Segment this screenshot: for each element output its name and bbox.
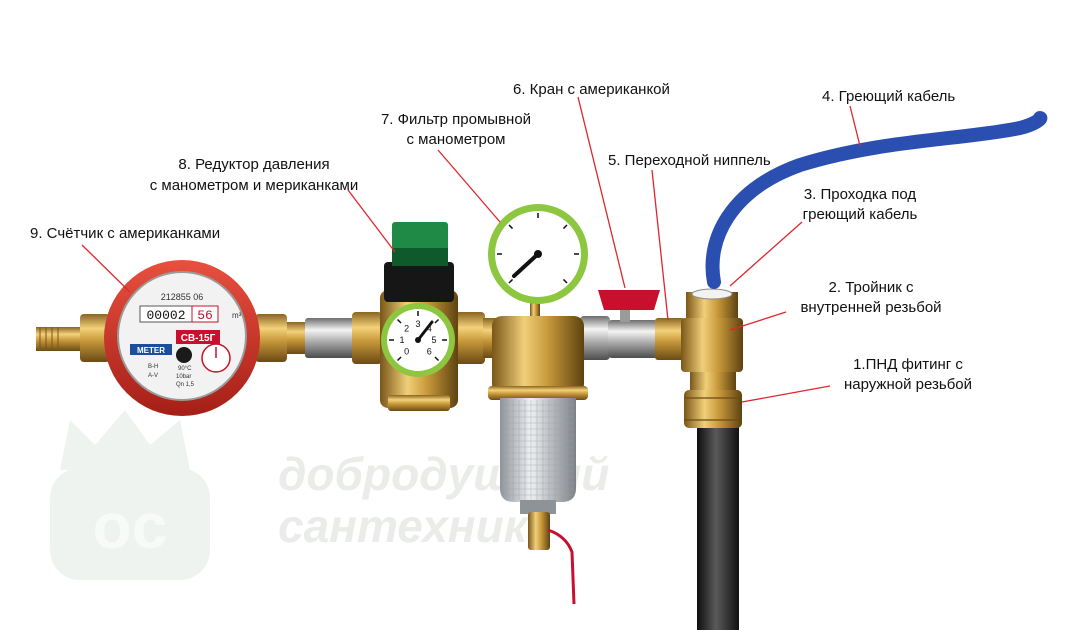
label-4: 4. Греющий кабель [822, 88, 955, 105]
filter-gauge-tick [508, 224, 514, 230]
ball-valve-body [608, 320, 658, 358]
watermark-logo: oc [50, 410, 210, 580]
label-7-line-2: с манометром [407, 131, 506, 148]
reducer-gauge-tick-label: 1 [399, 335, 404, 345]
drain-valve-handle [547, 528, 576, 605]
meter-b-h: B-H [148, 364, 158, 370]
label-3: 3. Проходка под греющий кабель [803, 186, 918, 223]
meter-pointer-hub [176, 347, 192, 363]
leader-7 [437, 149, 501, 223]
leader-3 [729, 221, 803, 287]
leader-2 [729, 311, 787, 331]
reducer-gauge-tick [396, 318, 402, 324]
leader-6 [577, 96, 626, 289]
label-3-line-1: 3. Проходка под [804, 186, 917, 203]
reducer-gauge-tick-label: 5 [431, 335, 436, 345]
label-2: 2. Тройник с внутренней резьбой [800, 279, 941, 316]
watermark-logo-text: oc [93, 490, 168, 562]
ball-valve-handle [598, 290, 660, 310]
transition-nipple [655, 318, 685, 360]
meter-temp: 90°C [178, 366, 192, 372]
label-9-line-1: 9. Счётчик с американками [30, 225, 220, 242]
filter-gauge-tick [508, 278, 514, 284]
reducer-gauge-tick [396, 356, 402, 362]
filter-head [492, 316, 584, 394]
filter-mesh [502, 400, 574, 500]
heating-cable [705, 111, 1048, 289]
main-pipe-line [36, 312, 685, 364]
filter-gauge-needle [512, 252, 540, 278]
drain-valve [528, 512, 550, 550]
leader-1 [741, 385, 831, 403]
label-2-line-2: внутренней резьбой [800, 299, 941, 316]
reducer-gauge-tick-label: 0 [404, 346, 409, 356]
meter-counter: 00002 [146, 308, 185, 323]
label-6: 6. Кран с американкой [513, 81, 670, 98]
tee-fitting [681, 288, 743, 428]
label-8: 8. Редуктор давления с манометром и мерик… [150, 156, 359, 194]
reducer-union-left [305, 318, 355, 358]
hdpe-pipe [697, 410, 739, 630]
label-4-line-1: 4. Греющий кабель [822, 88, 955, 105]
reducer-gauge-tick-label: 6 [427, 346, 432, 356]
hdpe-fitting-nut [684, 390, 742, 428]
reducer-gauge-needle [416, 320, 434, 342]
label-2-line-1: 2. Тройник с [829, 279, 914, 296]
leader-5 [651, 169, 669, 321]
label-7-line-1: 7. Фильтр промывной [381, 111, 531, 128]
water-meter: 212855 06 00002 56 m³ METER СВ-15Г B-H A… [104, 260, 260, 416]
tee-body [681, 318, 743, 372]
label-9: 9. Счётчик с американками [30, 225, 220, 242]
leader-lines [81, 96, 861, 403]
reducer-gauge-tick [434, 318, 440, 324]
label-8-line-1: 8. Редуктор давления [178, 156, 329, 173]
rinse-filter [488, 204, 588, 605]
meter-union-left [80, 314, 110, 362]
leader-8 [347, 189, 396, 253]
filter-gauge-tick [562, 278, 568, 284]
watermark-line-2: сантехник [278, 500, 530, 552]
label-1: 1.ПНД фитинг с наружной резьбой [844, 356, 972, 393]
filter-gauge-tick [562, 224, 568, 230]
label-7: 7. Фильтр промывной с манометром [381, 111, 531, 148]
meter-unit: m³ [232, 311, 242, 320]
meter-counter-red: 56 [197, 308, 213, 323]
meter-qn: Qn 1,5 [176, 382, 195, 388]
meter-model: СВ-15Г [181, 333, 216, 344]
reducer-cap [384, 262, 454, 302]
meter-pressure: 10bar [176, 374, 191, 380]
ball-valve [598, 290, 660, 322]
meter-union-right [255, 314, 287, 362]
filter-gauge-scale [497, 213, 579, 284]
reducer-gauge-tick-label: 3 [415, 319, 420, 329]
meter-a-v: A-V [148, 373, 158, 379]
label-5: 5. Переходной ниппель [608, 152, 771, 169]
reducer-gauge-tick-label: 2 [404, 324, 409, 334]
meter-brand: METER [137, 346, 165, 355]
label-8-line-2: с манометром и мериканками [150, 177, 359, 194]
label-1-line-1: 1.ПНД фитинг с [853, 356, 963, 373]
label-1-line-2: наружной резьбой [844, 376, 972, 393]
meter-serial: 212855 06 [161, 292, 204, 302]
label-6-line-1: 6. Кран с американкой [513, 81, 670, 98]
reducer-gauge-tick-label: 4 [427, 324, 432, 334]
leader-9 [81, 244, 131, 293]
label-5-line-1: 5. Переходной ниппель [608, 152, 771, 169]
reducer-gauge-tick [434, 356, 440, 362]
labels: 9. Счётчик с американками 8. Редуктор да… [30, 81, 972, 393]
meter-brand-badge [130, 344, 172, 355]
leader-4 [849, 105, 861, 147]
label-3-line-2: греющий кабель [803, 206, 918, 223]
